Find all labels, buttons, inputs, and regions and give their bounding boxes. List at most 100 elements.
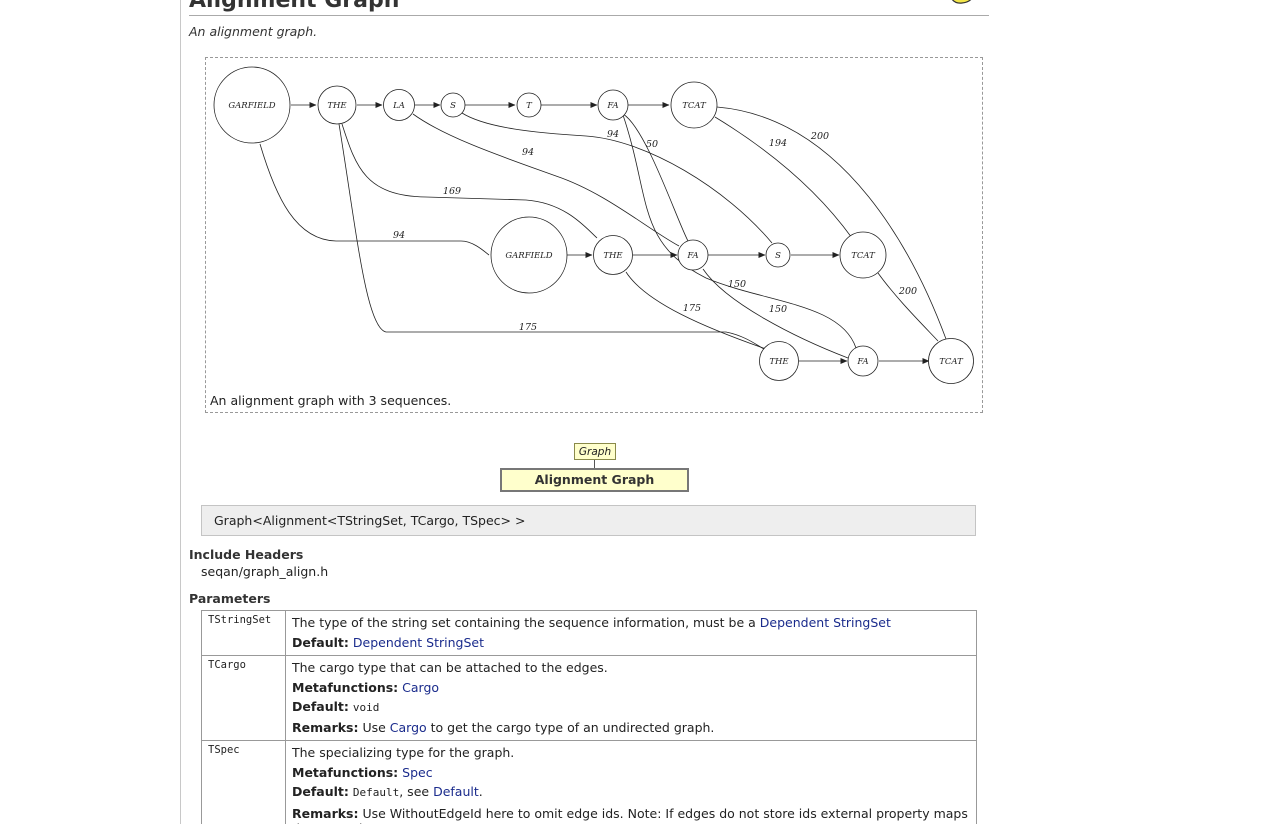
default-dependent-stringset-link[interactable]: Dependent StringSet xyxy=(352,634,484,650)
node-s1-t xyxy=(516,92,542,118)
edge-weight-label: 94 xyxy=(522,147,534,158)
param-desc-text: The specializing type for the graph. xyxy=(292,745,515,760)
title-divider xyxy=(189,15,989,16)
logo-icon xyxy=(951,0,972,4)
cargo-metafunction-link[interactable]: Cargo xyxy=(402,679,440,695)
edge-the1-the3 xyxy=(338,123,765,350)
node-s1-garfield xyxy=(213,66,291,144)
edge-weight-label: 94 xyxy=(607,129,619,140)
default-label: Default: xyxy=(292,784,349,799)
remarks-label: Remarks: xyxy=(292,719,359,735)
node-label: THE xyxy=(603,251,623,261)
edge-la-fa xyxy=(412,113,680,247)
remarks-text: Use WithoutEdgeId here to omit edge ids.… xyxy=(292,805,968,824)
node-s3-the xyxy=(759,341,799,381)
default-value-code: void xyxy=(352,701,380,714)
node-label: GARFIELD xyxy=(505,251,552,261)
edge-weight-label: 194 xyxy=(769,138,787,149)
inheritance-connector xyxy=(594,460,595,469)
node-s1-s xyxy=(440,92,466,118)
edge-tcat1-tcat3 xyxy=(716,106,947,340)
remarks-text: to get the cargo type of an undirected g… xyxy=(426,719,715,735)
node-label: FA xyxy=(856,357,868,367)
metafunctions-label: Metafunctions: xyxy=(292,764,399,780)
node-s1-the xyxy=(317,85,357,125)
parameters-table: TStringSet The type of the string set co… xyxy=(201,610,977,824)
node-label: LA xyxy=(392,101,405,111)
page-title: Alignment Graph xyxy=(189,0,400,13)
edge-fa1-fa3 xyxy=(622,114,857,349)
table-row: TCargo The cargo type that can be attach… xyxy=(201,655,977,741)
param-description: The type of the string set containing th… xyxy=(285,610,977,656)
include-header-file: seqan/graph_align.h xyxy=(201,564,329,579)
param-description: The specializing type for the graph. Met… xyxy=(285,740,977,824)
node-label: S xyxy=(450,101,456,111)
current-class-box: Alignment Graph xyxy=(500,468,689,492)
node-label: T xyxy=(526,101,533,111)
node-s2-tcat xyxy=(839,231,887,279)
param-description: The cargo type that can be attached to t… xyxy=(285,655,977,741)
metafunctions-label: Metafunctions: xyxy=(292,679,399,695)
param-name: TStringSet xyxy=(201,610,286,656)
cargo-remarks-link[interactable]: Cargo xyxy=(389,719,427,735)
node-label: TCAT xyxy=(682,101,707,111)
default-text: . xyxy=(478,784,483,799)
default-link[interactable]: Default xyxy=(433,784,479,799)
edge-weight-label: 169 xyxy=(443,186,461,197)
default-text: , see xyxy=(399,784,434,799)
default-value-code: Default xyxy=(352,786,400,799)
edge-garfield-garfield xyxy=(259,143,490,256)
edge-weight-label: 94 xyxy=(393,230,405,241)
node-s1-fa xyxy=(597,89,629,121)
remarks-text: Use xyxy=(362,719,390,735)
node-s2-the xyxy=(593,235,633,275)
edge-weight-label: 150 xyxy=(728,279,746,290)
spec-metafunction-link[interactable]: Spec xyxy=(402,764,433,780)
default-label: Default: xyxy=(292,634,349,650)
edge-weight-label: 175 xyxy=(683,303,701,314)
node-s3-fa xyxy=(847,345,879,377)
edge-fa1-fa2 xyxy=(622,113,689,242)
parent-class-box[interactable]: Graph xyxy=(574,443,616,460)
node-s2-fa xyxy=(677,239,709,271)
page-subtitle: An alignment graph. xyxy=(189,24,318,39)
node-label: S xyxy=(775,251,781,261)
node-label: FA xyxy=(686,251,698,261)
figure-caption: An alignment graph with 3 sequences. xyxy=(210,393,452,408)
node-label: TCAT xyxy=(939,357,964,367)
node-s2-garfield xyxy=(490,216,568,294)
table-row: TSpec The specializing type for the grap… xyxy=(201,740,977,824)
edge-s-s xyxy=(461,112,773,244)
left-border xyxy=(180,0,181,824)
edge-weight-label: 175 xyxy=(519,322,537,333)
node-s3-tcat xyxy=(928,338,974,384)
edge-the-the xyxy=(341,123,598,239)
node-label: GARFIELD xyxy=(228,101,275,111)
edge-fa2-fa3 xyxy=(702,268,849,359)
edge-the2-the3 xyxy=(625,271,767,350)
remarks-label: Remarks: xyxy=(292,805,359,821)
edge-weight-label: 200 xyxy=(810,131,829,142)
param-name: TSpec xyxy=(201,740,286,824)
alignment-graph-diagram: GARFIELD THE LA S T FA TCAT GARFIELD THE… xyxy=(213,66,974,384)
edge-tcat1-tcat2 xyxy=(714,116,853,239)
param-name: TCargo xyxy=(201,655,286,741)
node-label: TCAT xyxy=(851,251,876,261)
class-signature: Graph<Alignment<TStringSet, TCargo, TSpe… xyxy=(201,505,976,536)
include-headers-heading: Include Headers xyxy=(189,547,304,562)
node-label: THE xyxy=(769,357,789,367)
node-s2-s xyxy=(765,242,791,268)
dependent-stringset-link[interactable]: Dependent StringSet xyxy=(759,615,891,630)
parameters-heading: Parameters xyxy=(189,591,271,606)
alignment-graph-figure: GARFIELD THE LA S T FA TCAT GARFIELD THE… xyxy=(205,57,983,413)
node-label: FA xyxy=(606,101,618,111)
node-s1-tcat xyxy=(670,81,718,129)
edge-tcat2-tcat3 xyxy=(877,272,939,342)
param-desc-text: The cargo type that can be attached to t… xyxy=(292,660,608,675)
default-label: Default: xyxy=(292,699,349,714)
node-s1-la xyxy=(383,89,415,121)
edge-weight-label: 150 xyxy=(769,304,787,315)
edge-weight-label: 200 xyxy=(898,286,917,297)
edge-weight-label: 50 xyxy=(646,139,658,150)
node-label: THE xyxy=(327,101,347,111)
